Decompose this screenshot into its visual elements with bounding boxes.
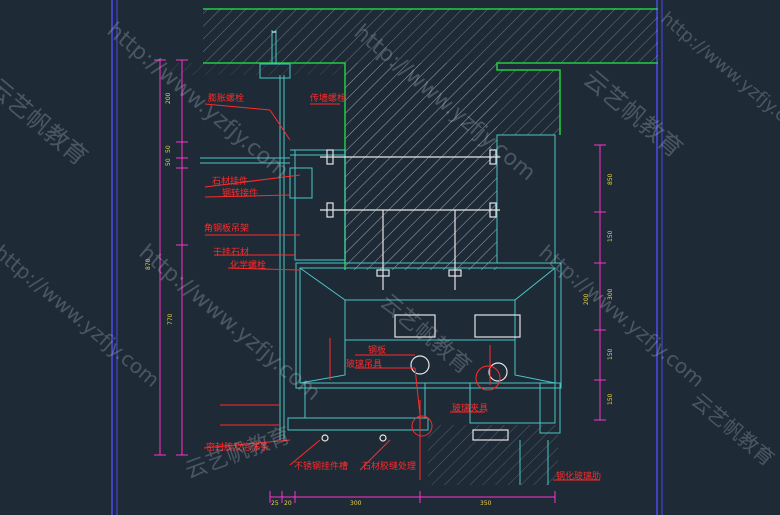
label-expansion-bolt: 膨胀螺栓 bbox=[208, 94, 245, 104]
dim-bottom-1: 25 bbox=[271, 500, 279, 507]
label-stone-glue-joint: 石材胶缝处理 bbox=[362, 462, 417, 472]
bolts bbox=[272, 31, 521, 442]
label-through-bolt: 传墙螺栓 bbox=[310, 94, 347, 104]
label-steel-angle: 钢转接件 bbox=[222, 189, 259, 199]
dim-right-6: 200 bbox=[583, 293, 590, 305]
dim-bottom-3: 300 bbox=[350, 500, 362, 507]
leader-lines bbox=[203, 103, 600, 481]
dim-right-1: 850 bbox=[607, 173, 614, 185]
dim-left-3: 50 bbox=[165, 158, 172, 166]
label-steel-plate-hanger: 角钢板吊架 bbox=[204, 224, 250, 234]
label-glass-clamp: 玻璃夹具 bbox=[452, 404, 489, 414]
steel-structure bbox=[200, 30, 562, 485]
dim-right-2: 150 bbox=[607, 230, 614, 242]
label-glass-hanger: 玻璃吊具 bbox=[346, 360, 383, 370]
label-sealant-foam: 密封胶及泡沫条 bbox=[206, 443, 270, 453]
concrete-slab bbox=[170, 8, 658, 485]
label-steel-plate: 钢板 bbox=[368, 346, 387, 356]
label-dry-hang-stone: 干挂石材 bbox=[213, 248, 250, 258]
dim-right-4: 150 bbox=[607, 348, 614, 360]
dim-bottom-4: 350 bbox=[480, 500, 492, 507]
dim-left-4: 870 bbox=[145, 258, 152, 270]
dimension-lines bbox=[154, 59, 606, 503]
label-stone-bracket: 石材挂件 bbox=[212, 177, 249, 187]
dim-left-2: 50 bbox=[165, 145, 172, 153]
label-chemical-bolt: 化学螺栓 bbox=[230, 261, 267, 271]
dim-left-5: 770 bbox=[167, 313, 174, 325]
dim-left-1: 200 bbox=[165, 92, 172, 104]
dim-right-5: 150 bbox=[607, 393, 614, 405]
dimension-labels: 200 50 50 870 770 850 150 300 150 150 20… bbox=[145, 92, 614, 507]
label-stainless-bracket: 不锈钢挂件槽 bbox=[294, 462, 349, 472]
frame-lines bbox=[111, 0, 663, 515]
dim-right-3: 300 bbox=[607, 288, 614, 300]
label-tempered-glass: 钢化玻璃肋 bbox=[556, 472, 602, 482]
dim-bottom-2: 20 bbox=[284, 500, 292, 507]
